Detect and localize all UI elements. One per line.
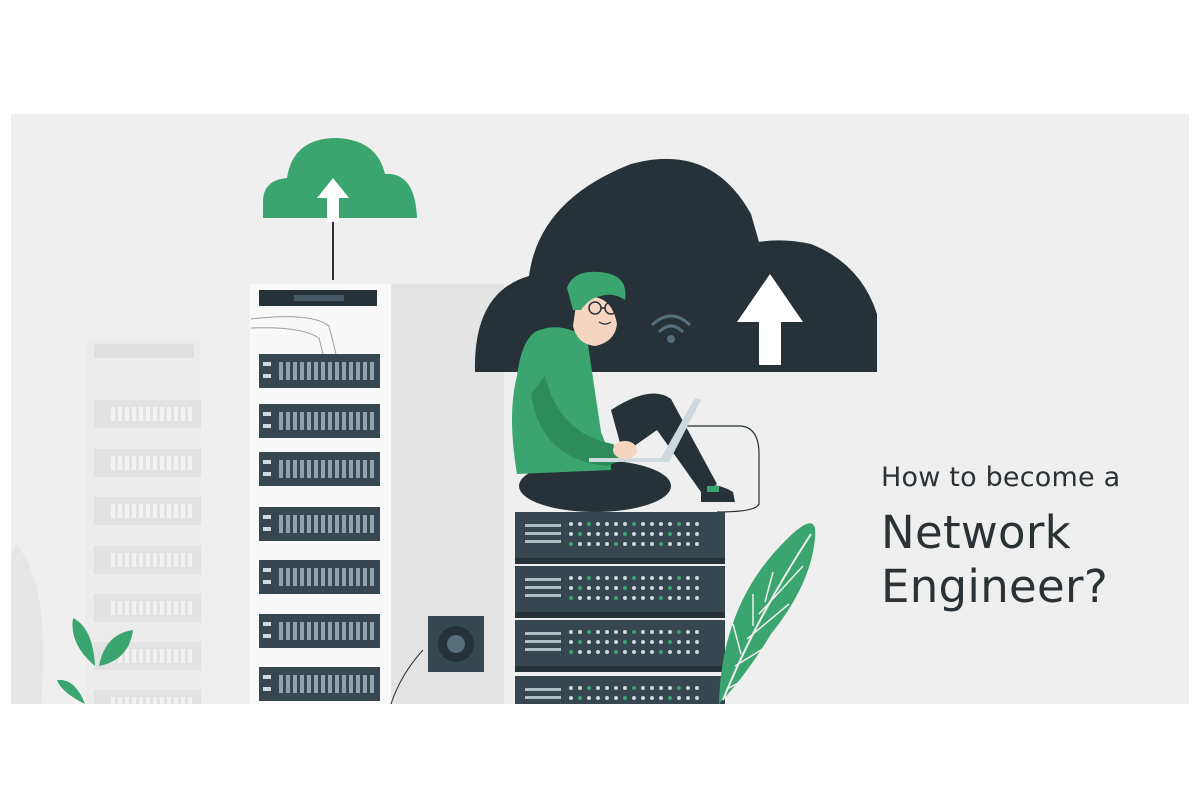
rack-unit [259,404,380,438]
faded-server-rack [86,340,201,704]
faded-leaf [11,544,44,704]
hero-banner: How to become a Network Engineer? [11,114,1189,704]
headline-line-3: Engineer? [881,560,1108,613]
rack-unit [259,452,380,486]
rack-unit [259,354,380,388]
rack-unit [259,560,380,594]
stack-unit [515,512,725,564]
cable [683,425,760,513]
faded-rack-unit [94,400,201,428]
rack-unit [259,614,380,648]
small-plant [57,618,133,704]
headline-line-1: How to become a [881,462,1121,493]
wifi-icon [650,314,692,343]
server-stack [515,512,725,704]
headline-line-2: Network [881,506,1071,559]
faded-rack-unit [94,497,201,525]
stack-unit [515,566,725,618]
fan-box [390,616,484,704]
stack-unit [515,620,725,672]
faded-rack-unit [94,594,201,622]
faded-rack-unit [94,546,201,574]
upload-arrow-icon [737,274,803,365]
stack-unit [515,676,725,704]
leaf-plant [719,523,816,704]
engineer-person [512,271,735,512]
faded-rack-unit [94,690,201,704]
network-illustration [11,138,877,704]
green-cloud-upload-icon [263,138,417,280]
rack-unit [259,667,380,701]
faded-rack-unit [94,449,201,477]
rack-unit [259,507,380,541]
